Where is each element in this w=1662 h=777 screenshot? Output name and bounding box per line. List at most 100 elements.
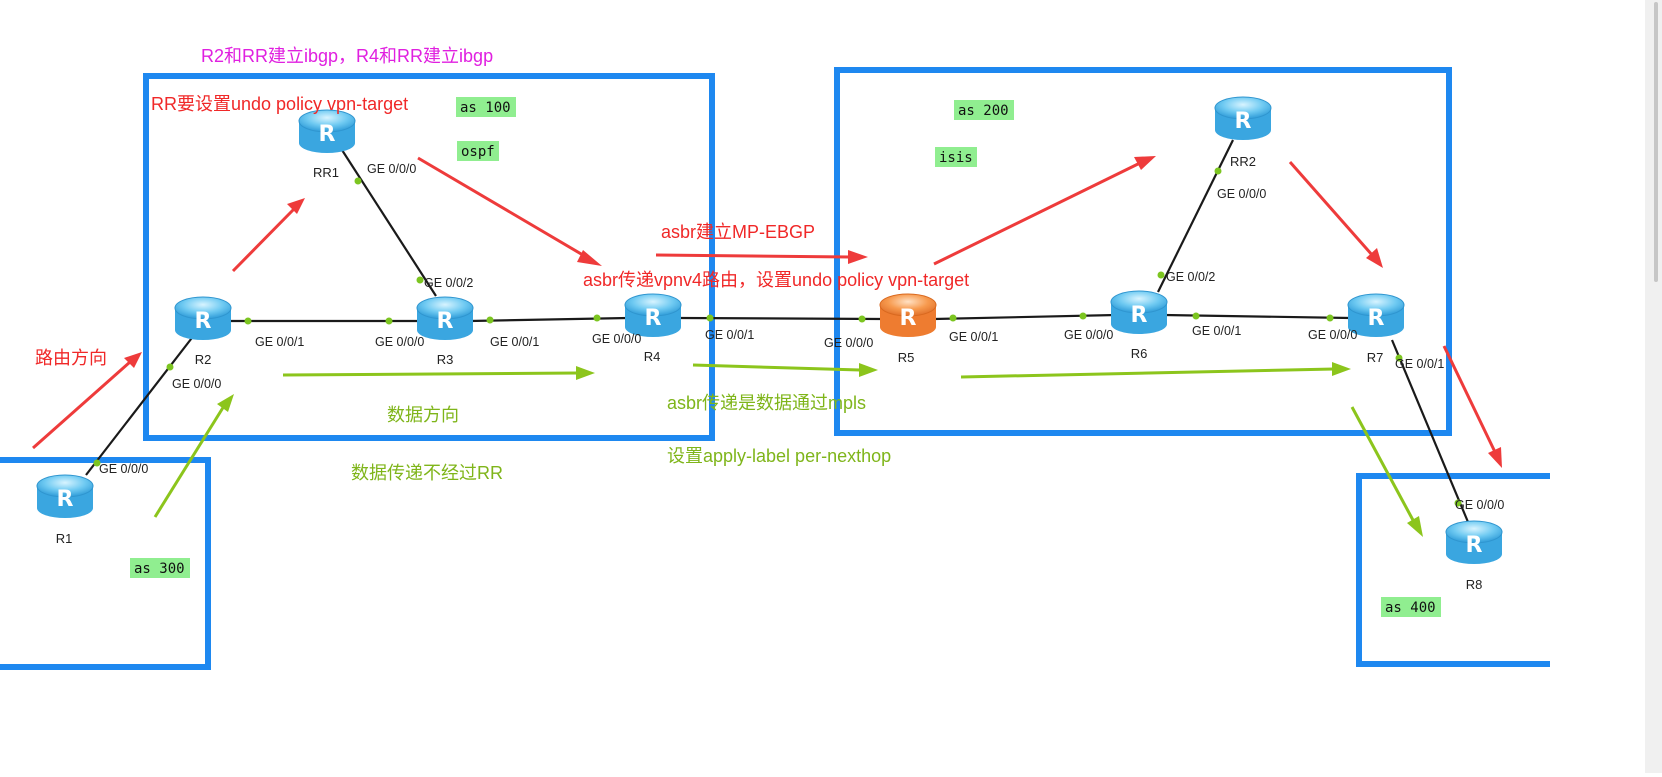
iface-label: GE 0/0/1	[705, 328, 754, 342]
iface-label: GE 0/0/0	[1064, 328, 1113, 342]
port-dot	[949, 314, 957, 322]
data-not-via-rr-note: 数据传递不经过RR	[351, 463, 503, 483]
router-r4[interactable]	[624, 293, 682, 338]
green-arrow	[1350, 406, 1423, 537]
port-dot	[486, 316, 494, 324]
iface-label: GE 0/0/0	[375, 335, 424, 349]
red-arrow	[231, 198, 305, 273]
link-rr1-r3	[341, 149, 437, 297]
link-r5-r6	[933, 313, 1117, 321]
port-dot	[1214, 167, 1222, 175]
router-name-r7: R7	[1367, 350, 1384, 365]
router-r5[interactable]	[879, 293, 937, 338]
red-arrow	[417, 156, 602, 266]
link-r4-r5	[679, 316, 883, 321]
links	[85, 139, 1470, 523]
link-r7-r8	[1390, 339, 1470, 523]
iface-label: GE 0/0/0	[1308, 328, 1357, 342]
asbr-mp-ebgp-note: asbr建立MP-EBGP	[661, 222, 815, 242]
router-name-r2: R2	[195, 352, 212, 367]
port-dot	[1454, 499, 1462, 507]
port-dot	[1395, 354, 1403, 362]
router-rr2[interactable]	[1214, 96, 1272, 141]
port-dot	[593, 314, 601, 322]
iface-label: GE 0/0/0	[592, 332, 641, 346]
port-dot	[1192, 312, 1200, 320]
as100-box	[143, 73, 715, 441]
router-r6[interactable]	[1110, 290, 1168, 335]
router-r8[interactable]	[1445, 520, 1503, 565]
apply-label-note: 设置apply-label per-nexthop	[667, 446, 891, 466]
rr-policy-note: RR要设置undo policy vpn-target	[151, 94, 408, 114]
red-arrow	[933, 156, 1156, 266]
port-dot	[166, 363, 174, 371]
annotations: R2和RR建立ibgp，R4和RR建立ibgp RR要设置undo policy…	[35, 46, 969, 483]
iface-label: GE 0/0/0	[1217, 187, 1266, 201]
router-name-r8: R8	[1466, 577, 1483, 592]
router-name-r6: R6	[1131, 346, 1148, 361]
iface-label: GE 0/0/0	[824, 336, 873, 350]
red-arrow	[1288, 161, 1383, 268]
link-r6-rr2	[1157, 139, 1234, 293]
iface-label: GE 0/0/0	[99, 462, 148, 476]
port-dot	[385, 317, 393, 325]
green-arrow	[153, 394, 234, 518]
green-arrow	[960, 362, 1351, 379]
green-arrow	[692, 363, 878, 377]
port-dot	[416, 276, 424, 284]
iface-label: GE 0/0/1	[1192, 324, 1241, 338]
iface-label: GE 0/0/1	[1395, 357, 1444, 371]
port-dot	[244, 317, 252, 325]
iface-label: GE 0/0/1	[490, 335, 539, 349]
data-direction-note: 数据方向	[387, 405, 459, 425]
router-name-r5: R5	[898, 350, 915, 365]
link-r3-r4	[469, 316, 629, 323]
iface-label: GE 0/0/2	[1166, 270, 1215, 284]
port-dot	[1326, 314, 1334, 322]
data-arrows	[153, 362, 1423, 537]
iface-label: GE 0/0/1	[949, 330, 998, 344]
ibgp-note: R2和RR建立ibgp，R4和RR建立ibgp	[201, 46, 493, 66]
router-r3[interactable]	[416, 296, 474, 341]
port-dot	[706, 314, 714, 322]
link-r6-r7	[1163, 313, 1351, 320]
route-direction-note: 路由方向	[35, 348, 107, 368]
as200-label: as 200	[958, 103, 1009, 119]
as400-box	[1356, 473, 1550, 667]
router-name-r3: R3	[437, 352, 454, 367]
as300-box	[0, 457, 211, 670]
router-rr1[interactable]	[298, 109, 356, 154]
iface-label: GE 0/0/2	[424, 276, 473, 290]
green-arrow	[282, 366, 595, 380]
ospf-label: ospf	[461, 144, 495, 160]
asbr-mpls-note: asbr传递是数据通过mpls	[667, 393, 866, 413]
port-dot	[93, 459, 101, 467]
interface-labels: GE 0/0/0 GE 0/0/2 GE 0/0/1 GE 0/0/0 GE 0…	[99, 162, 1504, 512]
as400-label: as 400	[1385, 600, 1436, 616]
as100-label: as 100	[460, 100, 511, 116]
as-badges: as 100 ospf as 200 isis as 300 as 400	[130, 97, 1441, 617]
port-dots	[93, 167, 1462, 507]
iface-label: GE 0/0/0	[367, 162, 416, 176]
asbr-vpnv4-note: asbr传递vpnv4路由，设置undo policy vpn-target	[583, 270, 969, 290]
red-arrow	[32, 352, 142, 450]
router-r2[interactable]	[174, 296, 232, 341]
as200-box	[834, 67, 1452, 436]
route-arrows	[32, 156, 1502, 468]
router-name-rr1: RR1	[313, 165, 339, 180]
port-dot	[354, 177, 362, 185]
scrollbar-thumb[interactable]	[1654, 2, 1658, 282]
router-r1[interactable]	[36, 474, 94, 519]
red-arrow	[1442, 345, 1502, 468]
router-name-rr2: RR2	[1230, 154, 1256, 169]
as300-label: as 300	[134, 561, 185, 577]
iface-label: GE 0/0/0	[1455, 498, 1504, 512]
router-names: RR1 R2 R3 R4 R5 R6 R7 RR2 R1 R8	[56, 154, 1483, 592]
port-dot	[1157, 271, 1165, 279]
isis-label: isis	[939, 150, 973, 166]
iface-label: GE 0/0/0	[172, 377, 221, 391]
router-name-r1: R1	[56, 531, 73, 546]
iface-label: GE 0/0/1	[255, 335, 304, 349]
